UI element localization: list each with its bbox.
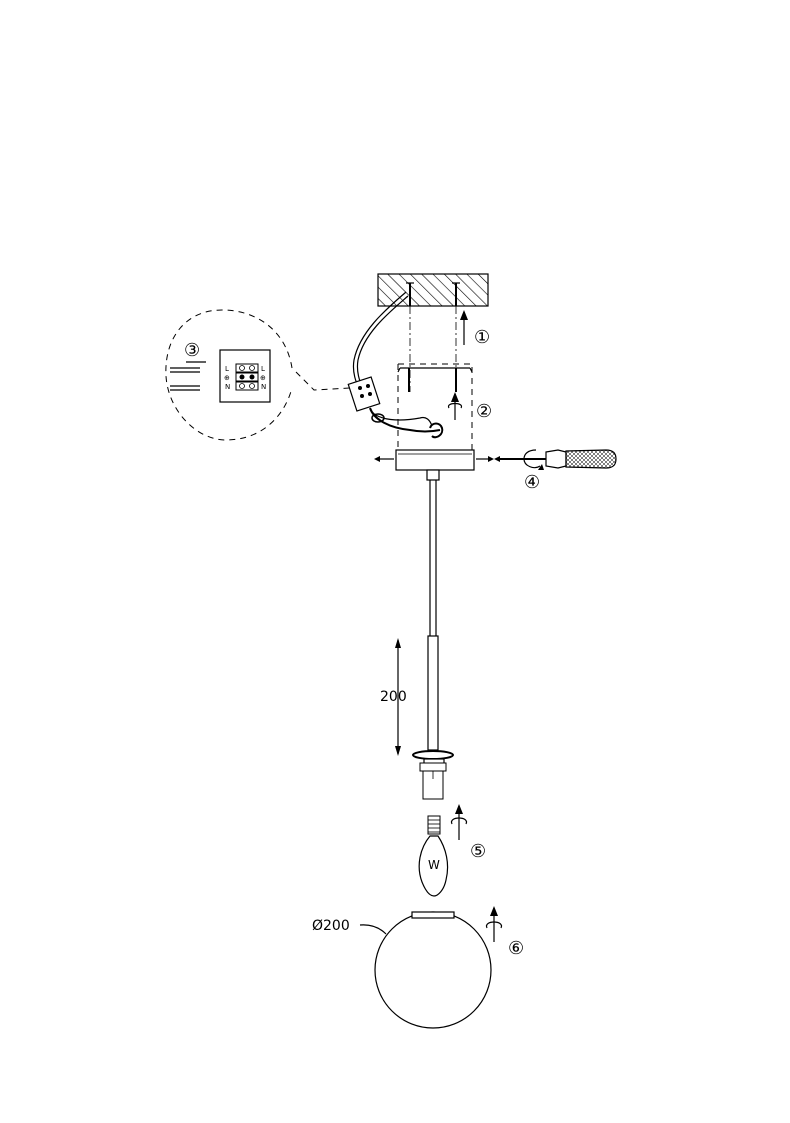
rod-dimension-label: 200 xyxy=(380,689,407,705)
terminal-left-n: N xyxy=(225,383,230,391)
step-6-rotate-arrow xyxy=(486,906,502,942)
step-2-rotate-arrow xyxy=(447,392,463,420)
magnify-leader xyxy=(295,371,351,391)
terminal-block-detail xyxy=(219,349,271,403)
terminal-left-earth: ⊕ xyxy=(224,374,230,382)
ceiling xyxy=(377,273,489,307)
ceiling-screw-right xyxy=(452,282,460,306)
step-5-rotate-arrow xyxy=(451,804,467,840)
shade-dimension-label: Ø200 xyxy=(312,918,350,934)
glass-globe xyxy=(374,911,492,1029)
mounting-plate xyxy=(395,449,475,471)
lamp-wires xyxy=(369,407,444,439)
terminal-connector xyxy=(347,376,381,412)
step-2-label: ② xyxy=(476,401,492,422)
step-5-label: ⑤ xyxy=(470,841,486,862)
terminal-right-earth: ⊕ xyxy=(260,374,266,382)
ceiling-screw-left xyxy=(406,282,414,306)
step-1-arrow xyxy=(460,310,468,345)
suspension-rod xyxy=(426,469,440,751)
lamp-holder xyxy=(412,750,454,800)
terminal-right-n: N xyxy=(261,383,266,391)
bulb-mark: W xyxy=(428,858,440,872)
terminal-right-l: L xyxy=(261,365,265,373)
step-4-label: ④ xyxy=(524,472,540,493)
terminal-left-l: L xyxy=(225,365,229,373)
step-3-wire-ends xyxy=(170,361,206,391)
magnified-detail xyxy=(165,309,293,441)
canopy xyxy=(397,363,473,450)
bulb-icon xyxy=(418,815,449,897)
step-3-label: ③ xyxy=(184,340,200,361)
side-screw-right xyxy=(476,456,494,462)
step-1-label: ① xyxy=(474,327,490,348)
screwdriver-icon xyxy=(494,449,617,470)
step-6-label: ⑥ xyxy=(508,938,524,959)
shade-dimension-leader xyxy=(359,924,387,935)
rod-dimension-line xyxy=(395,638,401,756)
side-screw-left xyxy=(374,456,394,462)
